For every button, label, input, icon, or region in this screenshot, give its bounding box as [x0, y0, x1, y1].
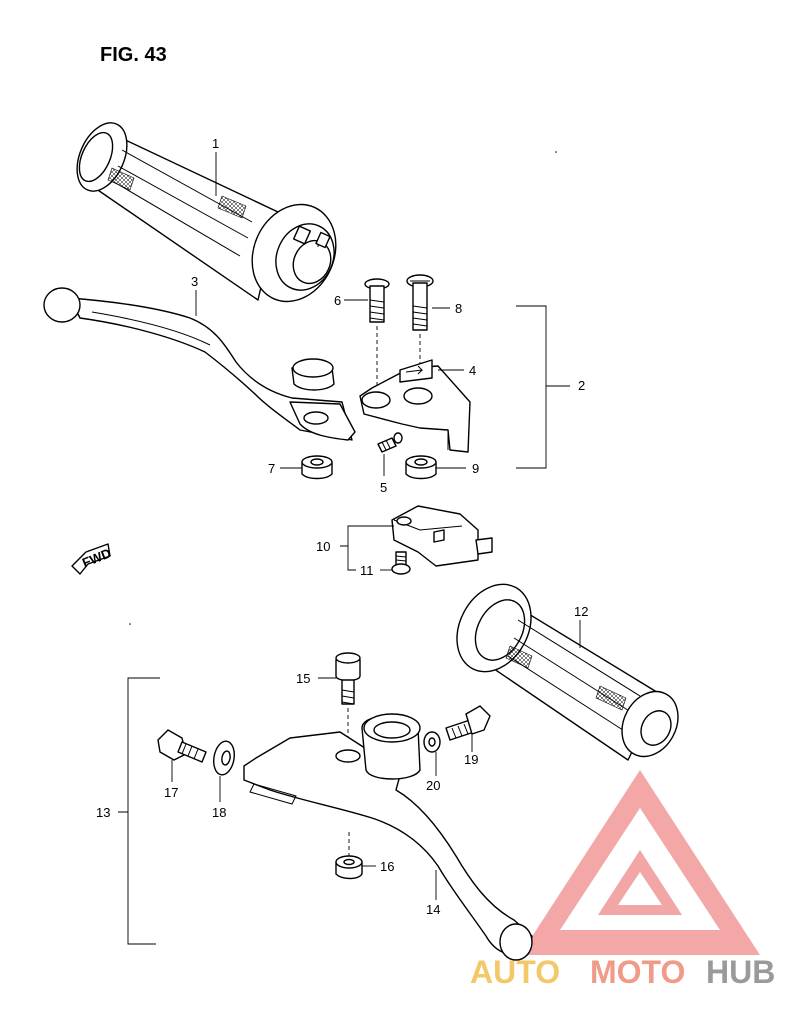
washer-20 [423, 731, 441, 753]
clutch-switch [391, 505, 493, 567]
brake-lever [243, 713, 533, 961]
watermark-auto: AUTO [470, 954, 560, 990]
scan-dot [555, 151, 557, 153]
callout-8: 8 [455, 301, 462, 316]
clutch-lever [43, 287, 356, 441]
leader-lines [171, 152, 581, 900]
callout-19: 19 [464, 752, 478, 767]
callout-4: 4 [469, 363, 476, 378]
bolt-8 [406, 274, 434, 331]
watermark-hub: HUB [706, 954, 775, 990]
bolt-15 [335, 652, 361, 705]
scan-dot [129, 623, 131, 625]
bolt-6 [364, 278, 390, 323]
scan-dot [317, 245, 319, 247]
callout-2: 2 [578, 378, 585, 393]
callout-11: 11 [360, 563, 374, 578]
grip-right [76, 122, 337, 303]
callout-16: 16 [380, 859, 394, 874]
callout-1: 1 [212, 136, 219, 151]
callout-18: 18 [212, 805, 226, 820]
callout-13: 13 [96, 805, 110, 820]
fwd-arrow: FWD [71, 543, 113, 575]
bracket-10 [340, 525, 394, 571]
watermark-text: AUTO MOTO HUB [470, 954, 775, 990]
watermark-moto: MOTO [590, 954, 685, 990]
nut-18 [213, 740, 235, 776]
figure-title: FIG. 43 [100, 44, 167, 66]
callout-6: 6 [334, 293, 341, 308]
bolt-19 [445, 705, 491, 741]
fwd-label: FWD [80, 545, 113, 570]
screw-11 [391, 551, 411, 575]
callout-7: 7 [268, 461, 275, 476]
screw-5 [377, 432, 403, 453]
adjuster-17 [157, 729, 207, 763]
nut-7 [301, 455, 333, 480]
callout-3: 3 [191, 274, 198, 289]
callout-14: 14 [426, 902, 440, 917]
callout-9: 9 [472, 461, 479, 476]
bracket-2 [516, 305, 570, 469]
callouts: 1 2 3 4 5 6 7 8 9 10 11 12 13 14 15 16 1… [96, 136, 588, 917]
nut-9 [405, 455, 437, 480]
callout-17: 17 [164, 785, 178, 800]
callout-12: 12 [574, 604, 588, 619]
callout-10: 10 [316, 539, 330, 554]
nut-16 [335, 855, 363, 880]
lever-holder [359, 359, 471, 453]
callout-20: 20 [426, 778, 440, 793]
bracket-13 [118, 677, 160, 945]
watermark-logo [520, 770, 760, 955]
callout-15: 15 [296, 671, 310, 686]
grip-left [456, 583, 679, 761]
callout-5: 5 [380, 480, 387, 495]
